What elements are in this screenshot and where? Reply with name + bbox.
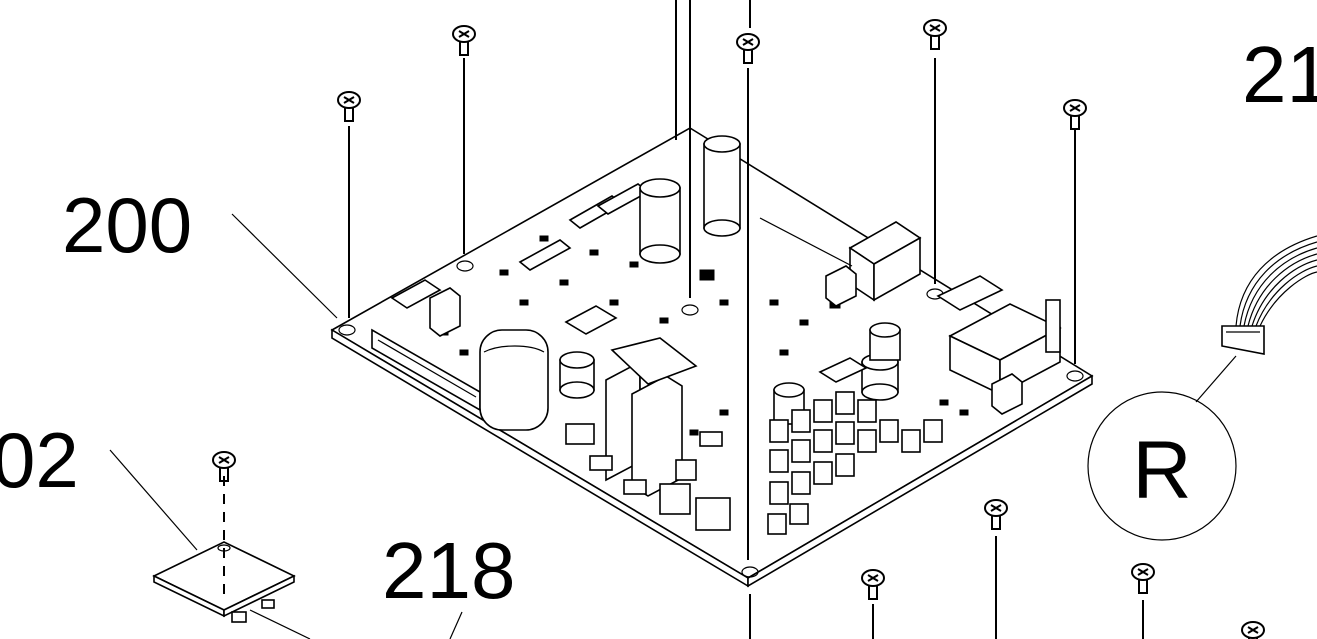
screw-icon	[452, 25, 476, 56]
mounting-screws	[348, 0, 1144, 639]
inductor	[479, 329, 549, 431]
board-right-edge	[747, 374, 1093, 588]
electrolytic-capacitor	[703, 135, 741, 237]
relay	[631, 375, 683, 497]
mount-hole	[681, 304, 699, 316]
leader-line-board	[231, 213, 338, 319]
mount-hole	[456, 260, 474, 272]
leader-line-bracket	[449, 611, 463, 639]
reference-circle	[1087, 391, 1237, 541]
header-connector	[390, 279, 442, 309]
sub-board-connector	[231, 611, 247, 623]
electrolytic-capacitor	[559, 351, 595, 399]
cable-harness	[1221, 235, 1317, 355]
screw-icon	[337, 91, 361, 122]
leader-line-small-board	[109, 449, 198, 551]
ic-chip	[564, 305, 618, 335]
mount-hole	[1066, 370, 1084, 382]
callout-small-board: 02	[0, 416, 79, 504]
screw-icon	[1131, 563, 1155, 594]
transformer-block	[936, 275, 1004, 311]
electrolytic-capacitor	[639, 178, 681, 264]
small-connector	[429, 287, 461, 337]
inductor-winding	[483, 345, 545, 353]
mount-hole	[741, 566, 759, 578]
connector-bank	[767, 391, 943, 535]
sub-board-connector	[261, 599, 275, 609]
small-connector	[825, 265, 857, 307]
screw-icon	[923, 19, 947, 50]
screw-icon	[1241, 621, 1265, 639]
reference-label: R	[1132, 425, 1191, 516]
small-sub-board	[152, 476, 296, 623]
screw-set	[212, 19, 1265, 639]
small-connector	[991, 373, 1023, 415]
bottom-connectors	[565, 423, 731, 531]
connector-pins	[377, 339, 477, 398]
electrolytic-capacitor	[861, 353, 899, 401]
ic-chip	[818, 357, 868, 383]
cable-plug	[1221, 325, 1265, 355]
callout-bracket: 218	[382, 526, 515, 615]
callout-top-right: 21	[1242, 30, 1317, 119]
screw-icon	[1063, 99, 1087, 130]
callout-board: 200	[62, 181, 192, 269]
leader-line-bracket-2	[249, 609, 311, 639]
leader-line-reference	[1195, 355, 1237, 403]
header-connector	[518, 239, 572, 271]
screw-icon	[984, 499, 1008, 530]
sub-board-edge	[223, 574, 295, 618]
mount-hole	[338, 324, 356, 336]
leader-line-internal	[759, 217, 853, 267]
electrolytic-capacitor	[869, 322, 901, 361]
screw-icon	[861, 569, 885, 600]
screw-icon	[736, 33, 760, 64]
ic-chip	[610, 337, 698, 385]
main-circuit-board	[330, 127, 1094, 588]
